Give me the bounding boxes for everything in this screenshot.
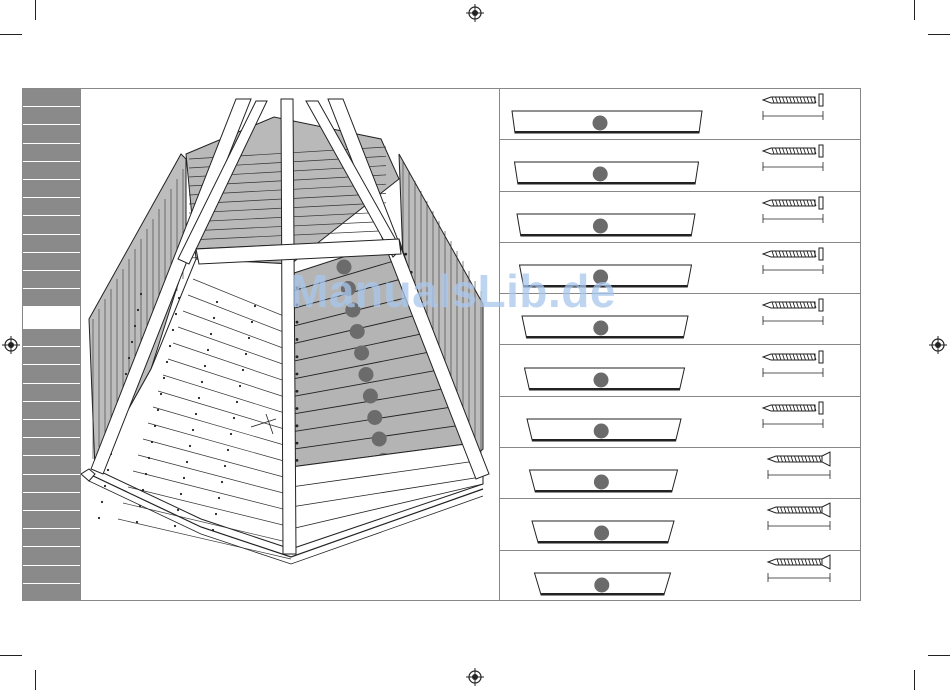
part-marker	[594, 423, 609, 438]
part-row-drawing	[500, 243, 861, 294]
registration-mark-bottom-icon	[466, 668, 484, 686]
part-row-drawing	[500, 499, 861, 550]
sidebar-tab-upper	[23, 89, 80, 107]
part-row-drawing	[500, 192, 861, 243]
sidebar-tab-lower	[23, 365, 80, 383]
screw-icon	[768, 452, 830, 479]
crop-mark-bottom-right-v	[914, 670, 915, 690]
sidebar-tab-upper	[23, 162, 80, 180]
panel-position-marker	[337, 260, 352, 275]
panel-position-marker	[359, 367, 374, 382]
sidebar-tab-lower	[23, 529, 80, 547]
sidebar-tab-lower	[23, 456, 80, 474]
part-row	[500, 140, 861, 191]
sidebar-tab-lower	[23, 420, 80, 438]
screw-icon	[763, 145, 823, 171]
sidebar-tab-upper	[23, 289, 80, 307]
part-row	[500, 448, 861, 499]
screw-icon	[763, 248, 823, 274]
crop-mark-top-left-v	[35, 0, 36, 20]
crop-mark-bottom-left-v	[35, 670, 36, 690]
part-marker	[593, 321, 608, 336]
sidebar-tab-lower	[23, 384, 80, 402]
sidebar-tab-upper	[23, 235, 80, 253]
part-row-drawing	[500, 140, 861, 191]
registration-mark-left-icon	[2, 336, 20, 354]
crop-mark-bottom-right-h	[928, 655, 950, 656]
instruction-sheet	[22, 88, 861, 601]
part-row	[500, 346, 861, 397]
part-row	[500, 192, 861, 243]
part-marker	[594, 526, 609, 541]
sidebar-tab-lower	[23, 347, 80, 365]
sidebar-tab-upper	[23, 144, 80, 162]
sidebar-tab-lower	[23, 493, 80, 511]
screw-icon	[763, 197, 823, 223]
part-marker	[593, 218, 608, 233]
crop-mark-bottom-left-h	[0, 655, 22, 656]
sidebar-tab-lower	[23, 329, 80, 347]
sidebar-tab-lower	[23, 566, 80, 584]
parts-list	[500, 89, 861, 600]
panel-position-marker	[363, 389, 378, 404]
part-row-drawing	[500, 294, 861, 345]
sidebar-tab-lower	[23, 584, 80, 602]
screw-icon	[763, 299, 823, 325]
registration-mark-top-icon	[466, 4, 484, 22]
panel-position-marker	[354, 346, 369, 361]
part-row	[500, 243, 861, 294]
part-row-drawing	[500, 346, 861, 397]
part-row	[500, 397, 861, 448]
sidebar-tab-lower	[23, 475, 80, 493]
sidebar-tab-upper	[23, 253, 80, 271]
panel-position-marker	[367, 410, 382, 425]
screw-icon	[763, 351, 823, 377]
screw-icon	[768, 503, 830, 530]
part-marker	[593, 167, 608, 182]
sidebar-tab-upper	[23, 271, 80, 289]
part-row-drawing	[500, 397, 861, 448]
screw-icon	[768, 555, 830, 582]
part-row-drawing	[500, 551, 861, 602]
crop-mark-top-right-v	[914, 0, 915, 20]
crop-mark-top-right-h	[928, 34, 950, 35]
part-row-drawing	[500, 448, 861, 499]
step-sidebar	[23, 89, 80, 600]
sidebar-tab-upper	[23, 107, 80, 125]
part-row	[500, 551, 861, 602]
assembly-illustration	[80, 89, 500, 600]
sidebar-tab-lower	[23, 547, 80, 565]
teepee-assembly-drawing	[81, 89, 501, 602]
panel-position-marker	[372, 432, 387, 447]
part-row-drawing	[500, 89, 861, 140]
screw-icon	[763, 402, 823, 428]
sidebar-tab-lower	[23, 438, 80, 456]
part-marker	[593, 116, 608, 131]
sidebar-tab-upper	[23, 198, 80, 216]
part-row	[500, 89, 861, 140]
sidebar-tab-lower	[23, 511, 80, 529]
panel-position-marker	[345, 303, 360, 318]
part-marker	[594, 372, 609, 387]
part-marker	[594, 577, 609, 592]
sidebar-tab-upper	[23, 180, 80, 198]
panel-position-marker	[341, 281, 356, 296]
crop-mark-top-left-h	[0, 34, 22, 35]
part-row	[500, 294, 861, 345]
part-row	[500, 499, 861, 550]
registration-mark-right-icon	[929, 336, 947, 354]
part-marker	[593, 269, 608, 284]
screw-icon	[763, 94, 823, 120]
sidebar-tab-upper	[23, 216, 80, 234]
sidebar-tab-lower	[23, 402, 80, 420]
part-marker	[594, 475, 609, 490]
sidebar-tab-upper	[23, 125, 80, 143]
panel-position-marker	[350, 324, 365, 339]
